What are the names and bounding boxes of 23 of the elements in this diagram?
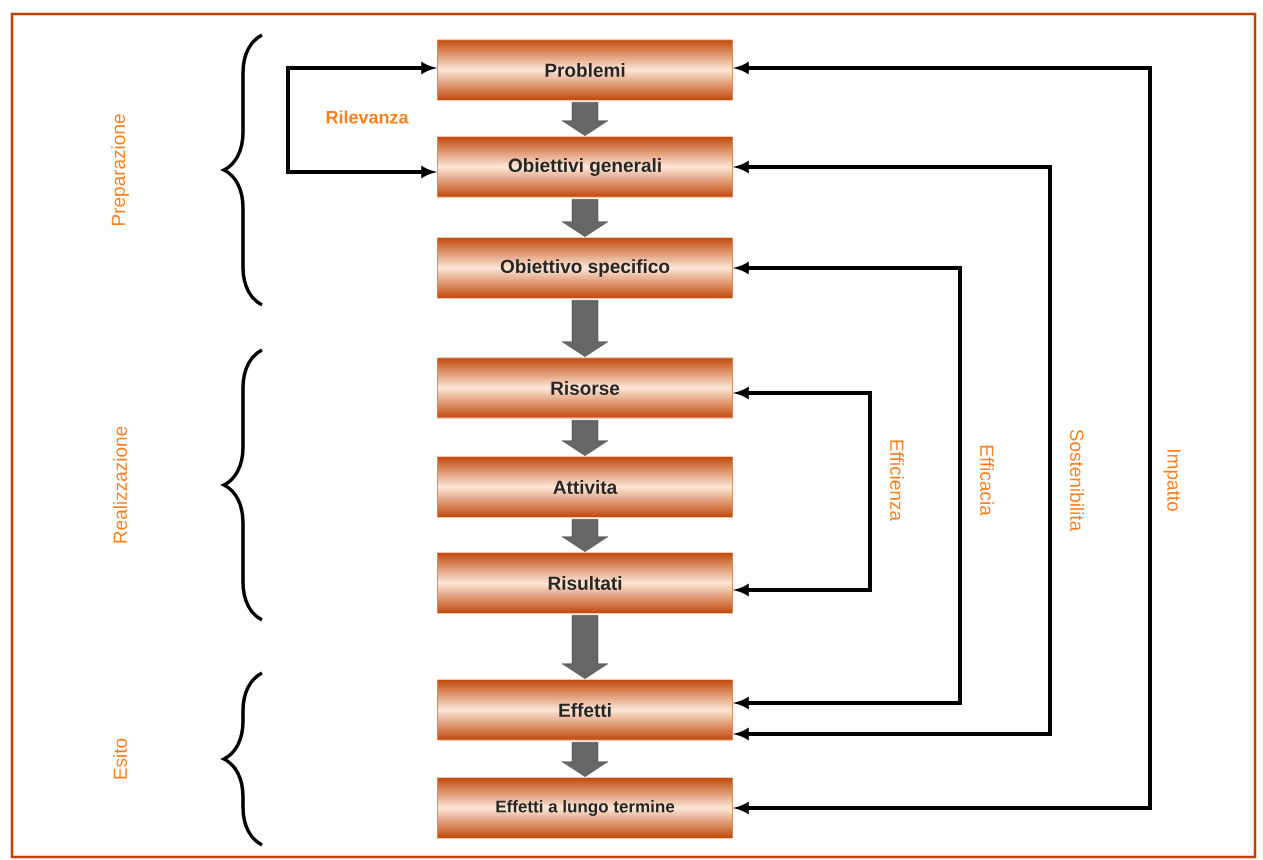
process-box: Effetti a lungo termine [437,777,733,839]
edge-label: Efficienza [889,438,905,522]
chevron-arrow [561,742,609,777]
process-box: Obiettivi generali [437,136,733,198]
process-box: Risorse [437,357,733,419]
phase-label: Realizzazione [113,426,127,543]
chevron-arrow [561,199,609,237]
process-box: Effetti [437,679,733,741]
chevron-arrow [561,102,609,136]
chevron-arrow [561,519,609,552]
chevron-arrow [561,420,609,456]
process-box: Attivita [437,456,733,518]
phase-label: Esito [113,738,127,779]
process-box: Problemi [437,39,733,101]
process-box: Risultati [437,552,733,614]
edge-label: Efficacia [979,443,995,517]
edge-label: Sostenibilita [1069,427,1085,533]
edge-label: Rilevanza [324,109,410,125]
edge-label: Impatto [1162,447,1182,513]
chevron-arrow [561,615,609,679]
chevron-arrow [561,300,609,357]
phase-label: Preparazione [111,114,129,225]
process-box: Obiettivo specifico [437,237,733,299]
